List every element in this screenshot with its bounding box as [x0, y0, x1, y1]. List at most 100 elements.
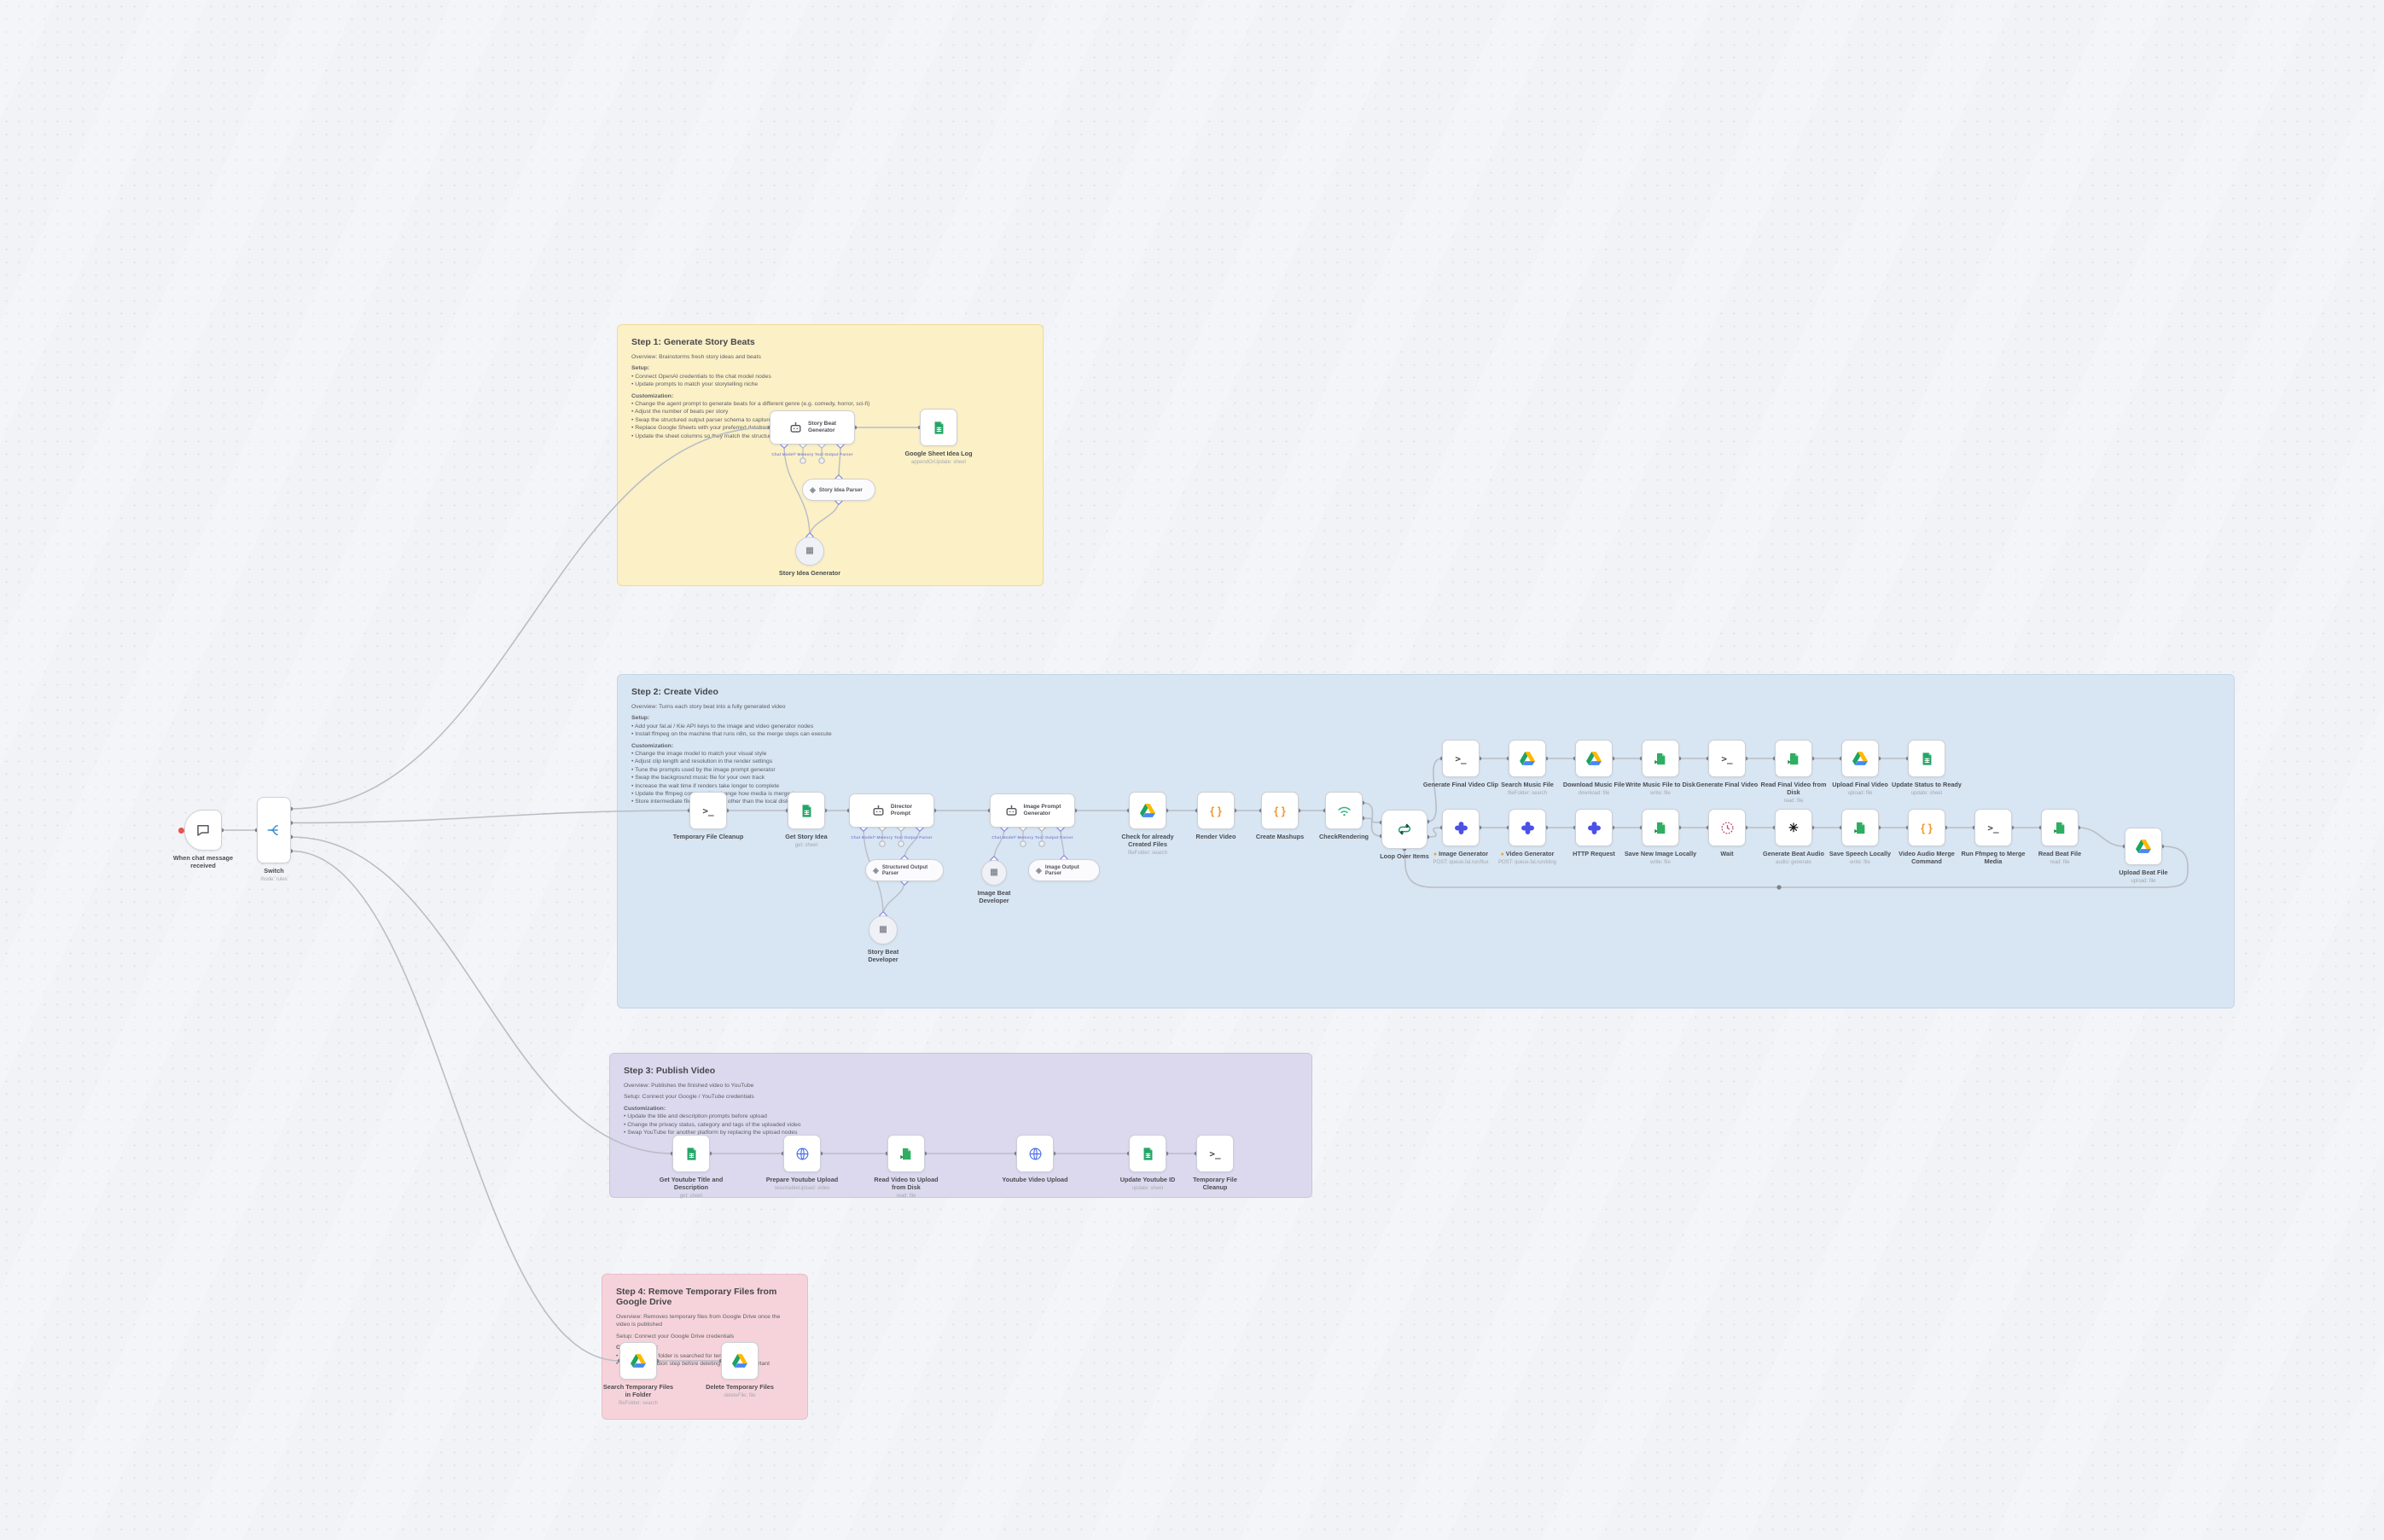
node-http-request[interactable]	[1575, 809, 1613, 846]
node-label-line: Developer	[868, 955, 898, 963]
node-google-sheet-idea-log[interactable]	[920, 409, 957, 446]
node-read-video-to-upload-from-disk[interactable]	[887, 1135, 925, 1172]
node-temporary-file-cleanup[interactable]: >_	[1196, 1135, 1234, 1172]
ai-agent-icon	[1004, 804, 1019, 818]
node-label-line: Generate Final Video Clip	[1422, 781, 1499, 788]
node-label-line: from Disk	[892, 1183, 921, 1191]
google-sheets-icon	[800, 804, 814, 818]
connection-wire	[809, 500, 840, 538]
node-prepare-youtube-upload[interactable]	[783, 1135, 821, 1172]
node-get-story-idea[interactable]	[788, 792, 825, 829]
node-delete-temporary-files[interactable]	[721, 1342, 759, 1380]
connection-wire	[1427, 758, 1443, 822]
node-label: Upload Beat File	[2119, 869, 2167, 877]
output-parser-icon: ◈	[873, 865, 879, 875]
node-label-line: Prepare Youtube Upload	[765, 1176, 839, 1183]
node-save-speech-locally[interactable]	[1841, 809, 1879, 846]
unconnected-sub-port[interactable]	[1038, 840, 1045, 847]
node-video-generator[interactable]	[1509, 809, 1546, 846]
node-image-generator[interactable]	[1442, 809, 1480, 846]
node-search-temporary-files-in-folder[interactable]	[619, 1342, 657, 1380]
node-temporary-file-cleanup[interactable]: >_	[689, 792, 727, 829]
node-story-idea-parser[interactable]: ◈Story Idea Parser	[802, 479, 875, 501]
unconnected-sub-port[interactable]	[1020, 840, 1026, 847]
node-label: Update Status to Ready	[1892, 781, 1962, 789]
node-image-beat-developer[interactable]: ▦	[981, 860, 1007, 886]
node-label: ●Video Generator	[1500, 850, 1555, 859]
chat-open-dot[interactable]	[178, 828, 184, 834]
json-braces-icon: { }	[1921, 821, 1933, 834]
node-story-beat-developer[interactable]: ▦	[869, 915, 898, 944]
node-label-line: Download Music File	[1562, 781, 1625, 788]
unconnected-sub-port[interactable]	[879, 840, 886, 847]
connection-wire	[290, 850, 620, 1362]
node-youtube-video-upload[interactable]	[1016, 1135, 1054, 1172]
node-get-youtube-title-and-description[interactable]	[672, 1135, 710, 1172]
node-generate-beat-audio[interactable]: ✳	[1775, 809, 1812, 846]
node-label-line: Search Music File	[1501, 781, 1554, 788]
agent-port-labels: Chat Model* Memory Tool Output Parser	[771, 452, 853, 456]
node-subtitle: appendOrUpdate: sheet	[910, 459, 967, 465]
node-when-chat-message-received[interactable]	[184, 810, 222, 851]
node-download-music-file[interactable]	[1575, 740, 1613, 777]
node-upload-final-video[interactable]	[1841, 740, 1879, 777]
node-render-video[interactable]: { }	[1197, 792, 1235, 829]
node-label: Delete Temporary Files	[706, 1383, 774, 1392]
sticky-text-line: • Swap YouTube for another platform by r…	[624, 1130, 798, 1136]
node-search-music-file[interactable]	[1509, 740, 1546, 777]
node-run-ffmpeg-to-merge-media[interactable]: >_	[1974, 809, 2012, 846]
unconnected-sub-port[interactable]	[818, 457, 825, 464]
connection-wire	[290, 836, 673, 1154]
node-loop-over-items[interactable]	[1381, 810, 1427, 849]
node-label-line: Youtube Video Upload	[1002, 1176, 1068, 1183]
node-subtitle: update: sheet	[1131, 1185, 1164, 1191]
node-switch[interactable]	[257, 797, 291, 863]
node-video-audio-merge-command[interactable]: { }	[1908, 809, 1945, 846]
ai-service-icon	[1454, 821, 1468, 835]
node-save-new-image-locally[interactable]	[1642, 809, 1679, 846]
node-label: Save Speech Locally	[1829, 850, 1891, 858]
connection-wire	[1404, 846, 2189, 888]
agent-label-line: Director	[890, 804, 913, 811]
node-story-idea-generator[interactable]: ▦	[795, 537, 824, 566]
node-label-line: Upload Final Video	[1832, 781, 1888, 788]
node-read-final-video-from-disk[interactable]	[1775, 740, 1812, 777]
node-label-line: Switch	[264, 867, 284, 875]
node-check-for-already-created-files[interactable]	[1129, 792, 1166, 829]
node-label: Temporary File Cleanup	[673, 833, 744, 841]
node-write-music-file-to-disk[interactable]	[1642, 740, 1679, 777]
unconnected-sub-port[interactable]	[800, 457, 806, 464]
node-subtitle: write: file	[1650, 790, 1671, 796]
node-label-line: Save New Image Locally	[1624, 850, 1697, 857]
node-checkrendering[interactable]	[1325, 792, 1363, 829]
json-braces-icon: { }	[1210, 804, 1222, 817]
node-upload-beat-file[interactable]	[2125, 828, 2162, 865]
unconnected-sub-port[interactable]	[898, 840, 904, 847]
node-generate-final-video[interactable]: >_	[1708, 740, 1746, 777]
node-read-beat-file[interactable]	[2041, 809, 2079, 846]
node-wait[interactable]	[1708, 809, 1746, 846]
sticky-text-line: Setup: Connect your Google Drive credent…	[616, 1333, 735, 1340]
node-create-mashups[interactable]: { }	[1261, 792, 1299, 829]
connection-wire	[1362, 817, 1382, 823]
node-generate-final-video-clip[interactable]: >_	[1442, 740, 1480, 777]
node-update-status-to-ready[interactable]	[1908, 740, 1945, 777]
agent-label-line: Image Prompt	[1023, 804, 1061, 811]
credential-warning-icon: ●	[1500, 851, 1504, 857]
node-label: Search Music File	[1501, 781, 1554, 789]
node-label-line: Update Status to Ready	[1892, 781, 1962, 788]
google-sheets-icon	[1141, 1147, 1155, 1161]
sticky-text-line: Overview: Removes temporary files from G…	[616, 1314, 781, 1328]
node-subtitle: write: file	[1850, 859, 1870, 865]
chat-bubble-icon	[195, 822, 211, 838]
node-update-youtube-id[interactable]	[1129, 1135, 1166, 1172]
node-label-line: Temporary File	[1193, 1176, 1237, 1183]
